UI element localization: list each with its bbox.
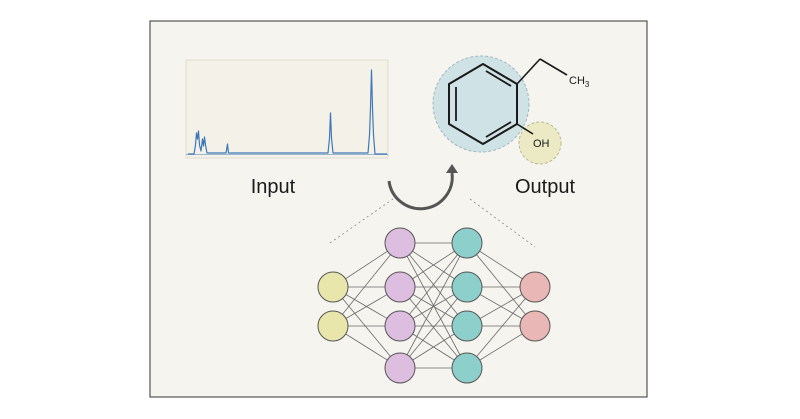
network-node-layer-4 — [519, 271, 551, 303]
network-edge — [332, 242, 401, 327]
double-bond — [485, 70, 512, 87]
network-node-layer-2 — [384, 227, 416, 259]
network-node-layer-3 — [451, 271, 483, 303]
network-edge — [466, 242, 536, 327]
spectrum-background — [185, 59, 389, 159]
ring-highlight — [432, 55, 530, 153]
network-node-layer-2 — [384, 310, 416, 342]
network-edge — [399, 242, 468, 369]
network-node-layer-2 — [384, 352, 416, 384]
network-guide-right — [469, 198, 536, 248]
network-node-layer-3 — [451, 227, 483, 259]
ethyl-bond-1 — [516, 58, 541, 85]
network-node-layer-1 — [317, 271, 349, 303]
arrow-head-icon — [446, 164, 458, 173]
output-molecule: CH3 OH Output — [432, 55, 590, 198]
hydroxyl-bond — [516, 123, 534, 135]
network-node-layer-1 — [317, 310, 349, 342]
network-edge — [399, 286, 468, 369]
network-nodes — [317, 227, 551, 384]
spectrum-panel: Input — [185, 59, 389, 198]
input-label: Input — [251, 176, 296, 198]
network-node-layer-2 — [384, 271, 416, 303]
spectrum-trace — [188, 69, 387, 155]
network-edge — [332, 286, 401, 369]
network-node-layer-4 — [519, 310, 551, 342]
methyl-subscript: 3 — [585, 80, 590, 89]
methyl-main-text: CH — [569, 75, 585, 87]
network-edge — [399, 242, 468, 327]
output-label: Output — [515, 176, 575, 198]
curved-arrow — [387, 164, 458, 211]
neural-network — [317, 198, 551, 384]
network-node-layer-3 — [451, 310, 483, 342]
ethyl-bond-2 — [539, 58, 568, 76]
network-node-layer-3 — [451, 352, 483, 384]
network-edge — [466, 286, 536, 369]
double-bond — [485, 121, 512, 138]
hydroxyl-label: OH — [533, 138, 550, 150]
methyl-label: CH3 — [569, 75, 590, 89]
